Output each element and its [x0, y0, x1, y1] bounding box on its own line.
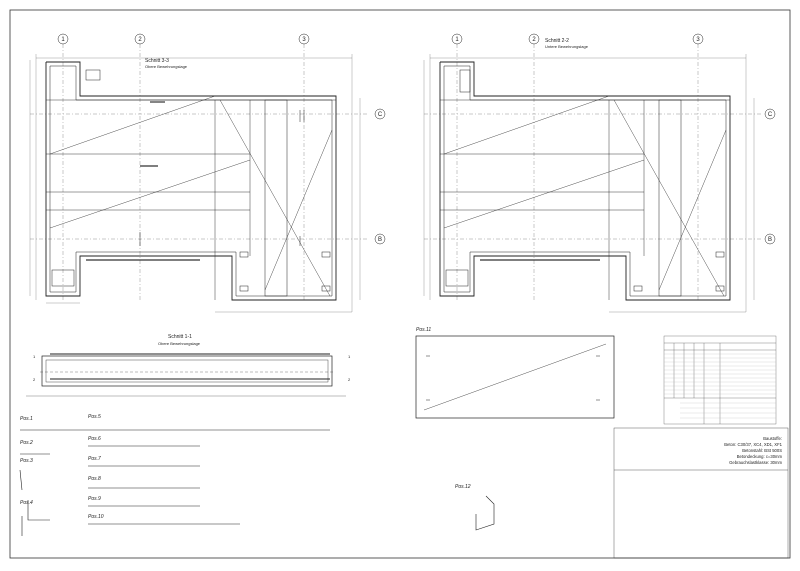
bar-schedule-table	[663, 335, 777, 425]
axis-label-b: B	[378, 237, 382, 243]
pos-label: Pos.11	[416, 327, 431, 333]
material-notes: Baustoffe: Beton: C30/37, XC4, XD1, XF1 …	[724, 436, 782, 465]
axis-bubble	[57, 33, 69, 45]
title-block	[613, 427, 789, 559]
pos-label: Pos.1	[20, 416, 33, 422]
axis-bubble	[528, 33, 540, 45]
section-mark-1-right: 1	[348, 354, 351, 359]
axis-markers-left: 1 2 3 C	[57, 33, 386, 120]
notes-heading: Baustoffe:	[763, 436, 782, 441]
pos-label: Pos.4	[20, 500, 33, 506]
axis-bubble	[764, 233, 776, 245]
axis-bubble	[134, 33, 146, 45]
plan-section-2-2	[423, 44, 762, 313]
axis-bubble	[298, 33, 310, 45]
axis-bubble	[374, 233, 386, 245]
plan-section-3-3	[29, 44, 368, 313]
pos-label: Pos.5	[88, 414, 101, 420]
axis-label-2: 2	[138, 37, 142, 43]
pos-label: Pos.3	[20, 458, 33, 464]
section-mark-2-left: 2	[33, 377, 36, 382]
pos-11-panel	[415, 335, 615, 419]
section-1-1-subtitle: Obere Bewehrungslage	[158, 341, 201, 346]
section-2-2-subtitle: Untere Bewehrungslage	[545, 44, 589, 49]
axis-label-3: 3	[696, 37, 700, 43]
axis-bubble	[692, 33, 704, 45]
axis-label-1: 1	[61, 37, 65, 43]
pos-12-shape	[475, 495, 495, 531]
notes-beton: Beton: C30/37, XC4, XD1, XF1	[724, 442, 782, 447]
section-3-3-subtitle: Obere Bewehrungslage	[145, 64, 188, 69]
pos-label: Pos.6	[88, 436, 101, 442]
sheet-frame	[9, 9, 791, 559]
axis-bubble	[451, 33, 463, 45]
section-2-2-title: Schnitt 2-2	[545, 38, 569, 44]
pos-label: Pos.9	[88, 496, 101, 502]
axis-bubble	[374, 108, 386, 120]
axis-label-3: 3	[302, 37, 306, 43]
section-mark-1-left: 1	[33, 354, 36, 359]
pos-label: Pos.12	[455, 484, 471, 490]
pos-label: Pos.7	[88, 456, 101, 462]
axis-label-c: C	[378, 112, 383, 118]
section-3-3-title: Schnitt 3-3	[145, 58, 169, 64]
axis-label-c: C	[768, 112, 773, 118]
bar-shapes	[19, 429, 330, 536]
position-labels: Pos.1 Pos.2 Pos.3 Pos.4 Pos.5 Pos.6 Pos.…	[20, 327, 471, 520]
section-1-1-title: Schnitt 1-1	[168, 334, 192, 340]
section-1-1-drawing	[26, 353, 346, 397]
section-mark-2-right: 2	[348, 377, 351, 382]
axis-label-1: 1	[455, 37, 459, 43]
axis-markers-right: 1 2 3 C B	[451, 33, 776, 245]
pos-label: Pos.8	[88, 476, 101, 482]
axis-label-2: 2	[532, 37, 536, 43]
pos-label: Pos.2	[20, 440, 33, 446]
notes-extra: Gebrauchslastklasse: 30mm	[729, 460, 782, 465]
axis-label-b: B	[768, 237, 772, 243]
notes-cover: Betondeckung: c=30mm	[737, 454, 783, 459]
notes-stahl: Betonstahl: BSt 500S	[742, 448, 782, 453]
pos-label: Pos.10	[88, 514, 104, 520]
table-rows	[664, 353, 776, 419]
axis-bubble	[764, 108, 776, 120]
